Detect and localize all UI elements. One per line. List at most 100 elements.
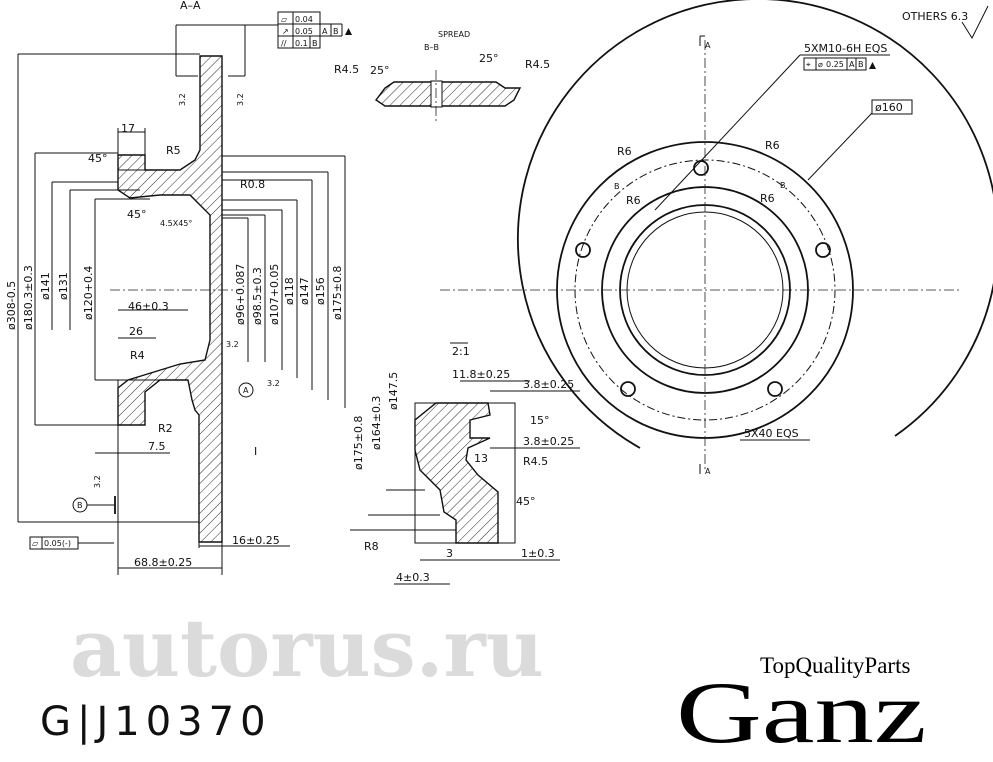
svg-text:0.04: 0.04 bbox=[295, 15, 313, 24]
svg-text:B: B bbox=[614, 182, 620, 191]
svg-text:ø131: ø131 bbox=[57, 272, 70, 300]
section-a-a-title: A–A bbox=[180, 0, 201, 12]
svg-text:11.8±0.25: 11.8±0.25 bbox=[452, 368, 510, 381]
svg-text:A: A bbox=[243, 386, 249, 395]
spread-b-b-view: SPREAD B–B R4.5 25° 25° R4.5 bbox=[334, 30, 550, 122]
svg-text:B: B bbox=[312, 39, 318, 48]
dimension-lines bbox=[17, 24, 346, 575]
svg-text:3.2: 3.2 bbox=[236, 93, 245, 106]
bolt-holes bbox=[575, 160, 831, 397]
svg-text:45°: 45° bbox=[88, 152, 108, 165]
brand-logo: Ganz bbox=[676, 665, 927, 762]
svg-text:25°: 25° bbox=[370, 64, 390, 77]
watermark: autorus.ru bbox=[70, 601, 544, 695]
svg-text:ø118: ø118 bbox=[283, 277, 296, 305]
svg-text:B: B bbox=[77, 501, 83, 510]
svg-text:4.5X45°: 4.5X45° bbox=[160, 219, 192, 228]
svg-text:3.2: 3.2 bbox=[267, 379, 280, 388]
svg-text:B: B bbox=[858, 60, 864, 69]
svg-text:I: I bbox=[254, 445, 257, 458]
svg-text:1±0.3: 1±0.3 bbox=[521, 547, 555, 560]
svg-text:26: 26 bbox=[129, 325, 143, 338]
svg-text://: // bbox=[281, 39, 287, 48]
detail-view: 2:1 ø175±0.8 ø164±0.3 ø147.5 11.8±0.25 3… bbox=[350, 342, 580, 585]
geometric-tolerance-frame: 0.04 0.05 A B 0.1 B ▱ ↗ // bbox=[277, 11, 352, 49]
svg-text:0.05(-): 0.05(-) bbox=[44, 539, 71, 548]
svg-text:3.2: 3.2 bbox=[226, 340, 239, 349]
svg-text:B: B bbox=[333, 27, 339, 36]
svg-text:0.1: 0.1 bbox=[295, 39, 308, 48]
svg-text:ø147: ø147 bbox=[298, 277, 311, 305]
svg-text:0.05: 0.05 bbox=[295, 27, 313, 36]
svg-text:B: B bbox=[780, 181, 786, 190]
svg-text:4±0.3: 4±0.3 bbox=[396, 571, 430, 584]
svg-text:3.8±0.25: 3.8±0.25 bbox=[523, 435, 574, 448]
svg-text:3.8±0.25: 3.8±0.25 bbox=[523, 378, 574, 391]
svg-text:ø98.5±0.3: ø98.5±0.3 bbox=[251, 267, 264, 325]
svg-text:2:1: 2:1 bbox=[452, 345, 470, 358]
svg-text:R5: R5 bbox=[166, 144, 181, 157]
svg-text:3.2: 3.2 bbox=[178, 93, 187, 106]
svg-text:ø180.3±0.3: ø180.3±0.3 bbox=[22, 265, 35, 330]
svg-text:A: A bbox=[705, 467, 711, 476]
svg-text:ø107+0.05: ø107+0.05 bbox=[268, 264, 281, 325]
svg-text:R2: R2 bbox=[158, 422, 173, 435]
svg-text:⌀: ⌀ bbox=[818, 60, 823, 69]
svg-text:3: 3 bbox=[446, 547, 453, 560]
svg-text:A: A bbox=[849, 60, 855, 69]
svg-text:ø156: ø156 bbox=[314, 277, 327, 305]
svg-text:R4: R4 bbox=[130, 349, 145, 362]
svg-text:R6: R6 bbox=[617, 145, 632, 158]
svg-text:ø141: ø141 bbox=[39, 272, 52, 300]
svg-text:15°: 15° bbox=[530, 414, 550, 427]
svg-text:ø160: ø160 bbox=[875, 101, 903, 114]
svg-text:17: 17 bbox=[121, 122, 135, 135]
svg-text:0.25: 0.25 bbox=[826, 60, 844, 69]
svg-text:25°: 25° bbox=[479, 52, 499, 65]
datum-b-marker: B bbox=[72, 496, 116, 514]
svg-text:R6: R6 bbox=[626, 194, 641, 207]
svg-text:13: 13 bbox=[474, 452, 488, 465]
flatness-tolerance-frame: ▱ 0.05(-) bbox=[29, 536, 114, 550]
svg-text:68.8±0.25: 68.8±0.25 bbox=[134, 556, 192, 569]
svg-text:5XM10-6H EQS: 5XM10-6H EQS bbox=[804, 42, 887, 55]
svg-text:R4.5: R4.5 bbox=[525, 58, 550, 71]
svg-text:45°: 45° bbox=[127, 208, 147, 221]
section-a-a-view: A–A bbox=[5, 0, 352, 575]
svg-text:⌖: ⌖ bbox=[806, 60, 811, 69]
disc-outer-edge bbox=[517, 0, 993, 449]
svg-text:B–B: B–B bbox=[424, 43, 439, 52]
svg-text:ø96+0.087: ø96+0.087 bbox=[234, 264, 247, 325]
svg-text:R8: R8 bbox=[364, 540, 379, 553]
svg-text:▱: ▱ bbox=[281, 15, 288, 24]
svg-text:R6: R6 bbox=[760, 192, 775, 205]
svg-text:R4.5: R4.5 bbox=[523, 455, 548, 468]
svg-text:↗: ↗ bbox=[282, 27, 289, 36]
svg-text:R4.5: R4.5 bbox=[334, 63, 359, 76]
svg-text:46±0.3: 46±0.3 bbox=[128, 300, 169, 313]
brand-tagline: TopQualityParts bbox=[760, 653, 911, 678]
svg-text:SPREAD: SPREAD bbox=[438, 30, 470, 39]
part-number: G|J10370 bbox=[40, 699, 272, 745]
svg-text:R0.8: R0.8 bbox=[240, 178, 265, 191]
svg-text:A: A bbox=[322, 27, 328, 36]
front-view: A A OTHERS 6.3 5XM10-6H EQS ⌖ ⌀ 0.25 A B… bbox=[440, 0, 993, 476]
datum-a-marker: A bbox=[238, 382, 254, 398]
svg-text:ø308-0.5: ø308-0.5 bbox=[5, 281, 18, 330]
svg-text:ø175±0.8: ø175±0.8 bbox=[331, 266, 344, 320]
svg-text:ø120+0.4: ø120+0.4 bbox=[82, 266, 95, 320]
svg-text:7.5: 7.5 bbox=[148, 440, 166, 453]
svg-text:ø175±0.8: ø175±0.8 bbox=[352, 416, 365, 470]
position-tolerance-frame: ⌖ ⌀ 0.25 A B bbox=[803, 57, 876, 71]
svg-text:ø147.5: ø147.5 bbox=[387, 372, 400, 410]
svg-text:5X40 EQS: 5X40 EQS bbox=[744, 427, 799, 440]
svg-text:R6: R6 bbox=[765, 139, 780, 152]
svg-text:3.2: 3.2 bbox=[93, 475, 102, 488]
svg-text:OTHERS 6.3: OTHERS 6.3 bbox=[902, 10, 968, 23]
svg-text:A: A bbox=[705, 41, 711, 50]
svg-text:ø164±0.3: ø164±0.3 bbox=[370, 396, 383, 450]
svg-text:45°: 45° bbox=[516, 495, 536, 508]
svg-text:16±0.25: 16±0.25 bbox=[232, 534, 280, 547]
svg-text:▱: ▱ bbox=[32, 539, 39, 548]
